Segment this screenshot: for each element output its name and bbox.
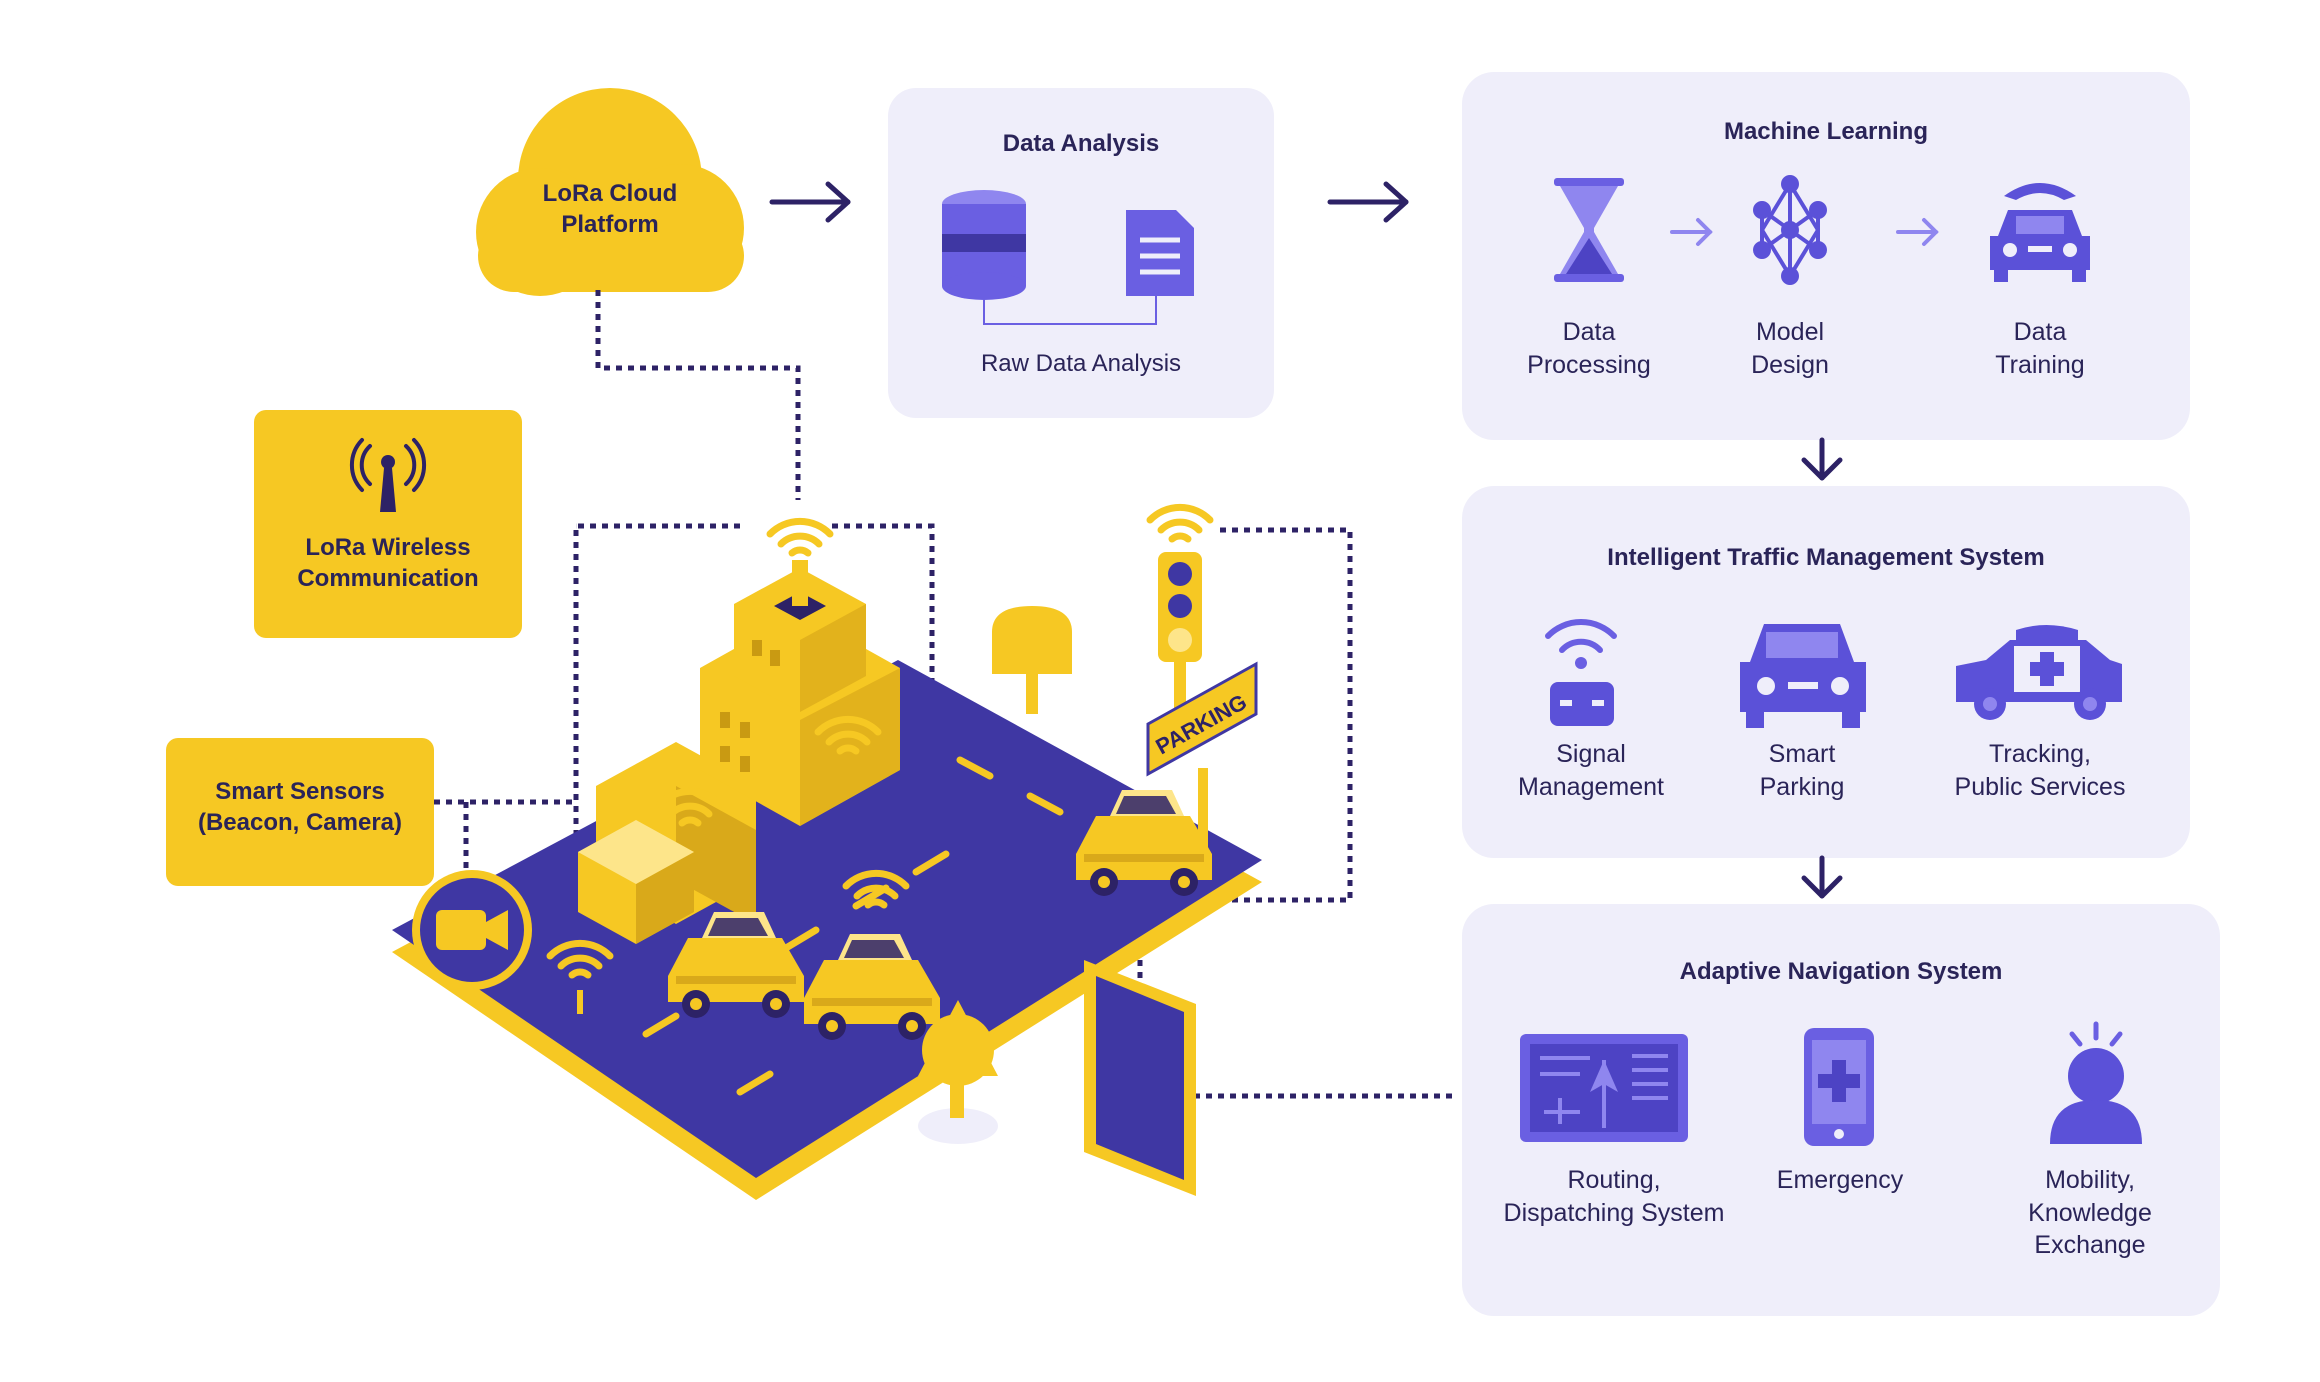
- ml-item-data-training: Data Training: [1950, 316, 2130, 381]
- lora-wireless-label: LoRa Wireless Communication: [254, 532, 522, 594]
- info-screen: [1084, 960, 1196, 1196]
- ml-item-0-line2: Processing: [1527, 350, 1651, 379]
- itms-item-smart-parking: Smart Parking: [1712, 738, 1892, 803]
- person-alert-icon: [2050, 1021, 2142, 1144]
- ambulance-icon: [1956, 625, 2122, 720]
- itms-item-signal-management: Signal Management: [1486, 738, 1696, 803]
- ml-item-2-line1: Data: [2013, 318, 2067, 346]
- ml-item-model-design: Model Design: [1700, 316, 1880, 381]
- lora-wireless-label-line2: Communication: [297, 565, 479, 593]
- ml-item-1-line2: Design: [1751, 350, 1829, 379]
- cloud-label-line1: LoRa Cloud: [542, 180, 678, 207]
- ml-item-1-line1: Model: [1755, 318, 1825, 346]
- tree: [918, 1000, 998, 1144]
- ml-step-arrows: [1670, 218, 1939, 246]
- itms-title: Intelligent Traffic Management System: [1607, 544, 2045, 571]
- machine-learning-panel: [1462, 72, 2190, 440]
- autonomous-car-icon: [1990, 183, 2090, 282]
- arrow-ml-to-itms: [1801, 437, 1843, 481]
- data-analysis-title: Data Analysis: [1002, 130, 1160, 157]
- arrow-analysis-to-ml: [1327, 181, 1409, 223]
- data-analysis-caption: Raw Data Analysis: [980, 350, 1182, 377]
- itms-item-1-line1: Smart: [1768, 740, 1836, 768]
- ans-item-emergency: Emergency: [1750, 1164, 1930, 1197]
- itms-item-2-line1: Tracking,: [1989, 740, 2091, 768]
- ans-title: Adaptive Navigation System: [1679, 958, 2003, 985]
- antenna-icon: [349, 438, 427, 512]
- ans-item-2-line2: Knowledge: [2028, 1198, 2152, 1227]
- arrow-itms-to-ans: [1801, 855, 1843, 899]
- machine-learning-title: Machine Learning: [1723, 118, 1929, 145]
- ans-item-2-line3: Exchange: [2034, 1231, 2146, 1259]
- ml-item-0-line1: Data: [1562, 318, 1616, 346]
- smart-sensors-label: Smart Sensors (Beacon, Camera): [166, 776, 434, 838]
- ml-item-data-processing: Data Processing: [1494, 316, 1684, 381]
- document-icon: [1126, 210, 1194, 296]
- ans-item-routing: Routing, Dispatching System: [1474, 1164, 1754, 1229]
- arrow-cloud-to-analysis: [769, 181, 851, 223]
- itms-item-0-line2: Management: [1518, 772, 1664, 801]
- ans-item-0-line1: Routing,: [1567, 1166, 1661, 1194]
- ans-item-1-line1: Emergency: [1776, 1166, 1904, 1194]
- itms-item-1-line2: Parking: [1759, 772, 1845, 801]
- smart-sensors-box: [166, 738, 434, 886]
- ans-item-2-line1: Mobility,: [2045, 1166, 2135, 1194]
- hourglass-icon: [1554, 178, 1624, 282]
- itms-item-0-line1: Signal: [1556, 740, 1626, 768]
- phone-medical-icon: [1804, 1028, 1874, 1146]
- camera-icon: [412, 870, 532, 990]
- cloud-label-line2: Platform: [561, 211, 659, 239]
- neural-network-icon: [1753, 175, 1827, 285]
- lora-wireless-label-line1: LoRa Wireless: [305, 534, 471, 561]
- lora-wireless-box: [254, 410, 522, 638]
- data-analysis-panel: [888, 88, 1274, 418]
- itms-item-tracking: Tracking, Public Services: [1920, 738, 2160, 803]
- cloud-label: LoRa Cloud Platform: [510, 178, 710, 240]
- ml-item-2-line2: Training: [1995, 350, 2085, 379]
- ans-item-mobility: Mobility, Knowledge Exchange: [1990, 1164, 2190, 1262]
- cloud-icon: [476, 88, 744, 296]
- city-platform: [392, 660, 1262, 1178]
- itms-item-2-line2: Public Services: [1954, 772, 2126, 801]
- office-building: [578, 560, 900, 944]
- signal-device-icon: [1545, 619, 1617, 726]
- database-icon: [942, 190, 1026, 300]
- smart-sensors-label-line2: (Beacon, Camera): [197, 809, 403, 837]
- data-link-line: [983, 296, 1157, 325]
- map-screen-icon: [1520, 1034, 1688, 1142]
- smart-sensors-label-line1: Smart Sensors: [215, 778, 385, 805]
- ans-item-0-line2: Dispatching System: [1503, 1198, 1725, 1227]
- mailbox: [992, 606, 1072, 714]
- city-illustration: PARKING: [392, 507, 1262, 1200]
- car-icon: [1740, 624, 1866, 728]
